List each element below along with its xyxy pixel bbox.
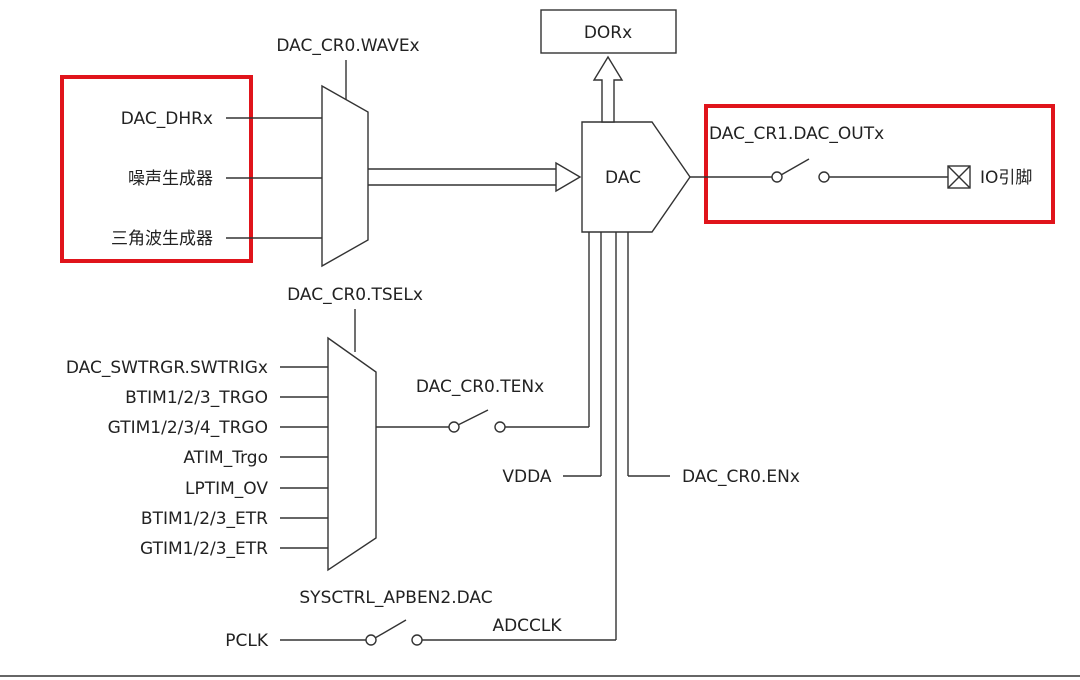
- trigger-input-gtim-trgo: GTIM1/2/3/4_TRGO: [108, 418, 268, 438]
- adcclk-label: ADCCLK: [492, 616, 562, 636]
- data-arrow-head: [555, 161, 582, 193]
- output-switch-label: DAC_CR1.DAC_OUTx: [709, 124, 884, 144]
- wave-select-label: DAC_CR0.WAVEx: [276, 36, 419, 56]
- trigger-select-label: DAC_CR0.TSELx: [287, 285, 423, 305]
- io-pin-icon: [947, 165, 971, 189]
- output-switch-lever: [780, 158, 810, 176]
- pclk-label: PCLK: [225, 631, 269, 651]
- trigger-input-btim-etr: BTIM1/2/3_ETR: [141, 509, 268, 529]
- dor-arrow: [592, 55, 624, 123]
- trigger-input-swtrig: DAC_SWTRGR.SWTRIGx: [66, 358, 268, 378]
- output-highlight: [704, 104, 1055, 224]
- wave-input-triangle-generator: 三角波生成器: [111, 229, 213, 249]
- clock-switch-lever: [374, 619, 407, 639]
- wave-mux: [321, 84, 369, 268]
- trigger-input-lptim-ov: LPTIM_OV: [185, 479, 268, 499]
- trigger-input-btim-trgo: BTIM1/2/3_TRGO: [125, 388, 268, 408]
- dor-register-box: [540, 9, 677, 54]
- clock-gate-label: SYSCTRL_APBEN2.DAC: [299, 588, 492, 608]
- trigger-enable-label: DAC_CR0.TENx: [416, 377, 544, 397]
- dac-label: DAC: [605, 168, 641, 188]
- vdda-label: VDDA: [502, 467, 552, 487]
- trigger-mux: [327, 336, 377, 572]
- dac-block: [581, 121, 691, 233]
- input-sources-highlight: [60, 75, 253, 263]
- enable-label: DAC_CR0.ENx: [682, 467, 800, 487]
- wave-input-noise-generator: 噪声生成器: [128, 169, 213, 189]
- trigger-input-atim-trgo: ATIM_Trgo: [183, 448, 268, 468]
- trigger-switch-lever: [457, 409, 489, 426]
- wave-input-dac-dhrx: DAC_DHRx: [121, 109, 213, 129]
- trigger-input-gtim-etr: GTIM1/2/3_ETR: [140, 539, 268, 559]
- dor-label: DORx: [584, 23, 632, 43]
- io-pin-label: IO引脚: [980, 168, 1032, 188]
